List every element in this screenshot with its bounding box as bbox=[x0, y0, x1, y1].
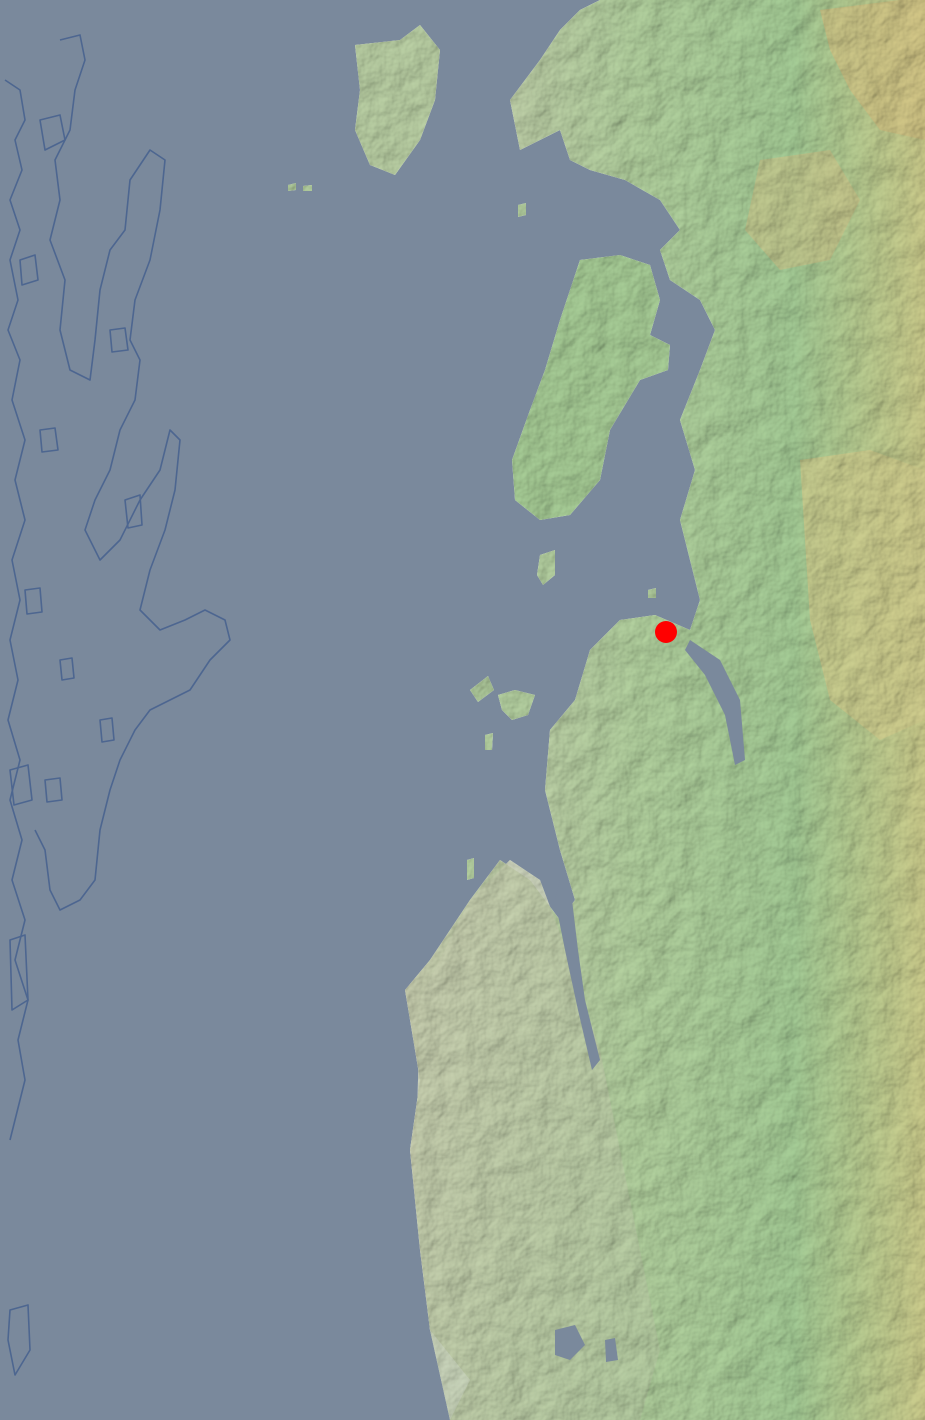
islet-4 bbox=[485, 733, 493, 750]
outline-islet-a bbox=[39, 114, 66, 151]
outline-islet-d bbox=[39, 427, 59, 453]
islet-8 bbox=[303, 185, 312, 191]
highland-ridge bbox=[745, 150, 860, 270]
south-lake-1 bbox=[555, 1325, 585, 1360]
islet-6 bbox=[518, 203, 526, 217]
location-marker[interactable] bbox=[655, 621, 677, 643]
outline-islet-j bbox=[44, 777, 63, 803]
outline-islet-k bbox=[9, 934, 29, 1011]
land-areas bbox=[288, 0, 925, 1420]
highland-east bbox=[800, 450, 925, 740]
outline-islet-g bbox=[59, 657, 75, 681]
islet-3 bbox=[498, 690, 535, 720]
inner-bay bbox=[685, 640, 745, 765]
long-island bbox=[512, 255, 670, 520]
islet-9 bbox=[648, 588, 656, 598]
south-lake-2 bbox=[605, 1338, 618, 1362]
outline-islet-l bbox=[7, 1304, 31, 1376]
outline-islet-i bbox=[9, 764, 33, 806]
north-island bbox=[355, 25, 440, 175]
outline-islet-b bbox=[19, 254, 39, 286]
outline-islet-c bbox=[109, 327, 129, 353]
outline-islet-h bbox=[99, 717, 115, 743]
southern-peninsula bbox=[415, 860, 660, 1420]
outline-west-edge bbox=[4, 79, 29, 1141]
coastline-outlines bbox=[4, 34, 231, 1376]
inland-water bbox=[555, 640, 745, 1362]
islet-7 bbox=[288, 183, 296, 191]
outline-islet-e bbox=[124, 494, 143, 529]
outline-main-west bbox=[34, 34, 231, 911]
highland-north bbox=[820, 0, 925, 140]
islet-2 bbox=[470, 676, 494, 702]
outline-islet-f bbox=[24, 587, 43, 615]
islet-5 bbox=[467, 858, 474, 880]
islet-1 bbox=[537, 550, 555, 585]
fjord-channel bbox=[555, 880, 600, 1070]
